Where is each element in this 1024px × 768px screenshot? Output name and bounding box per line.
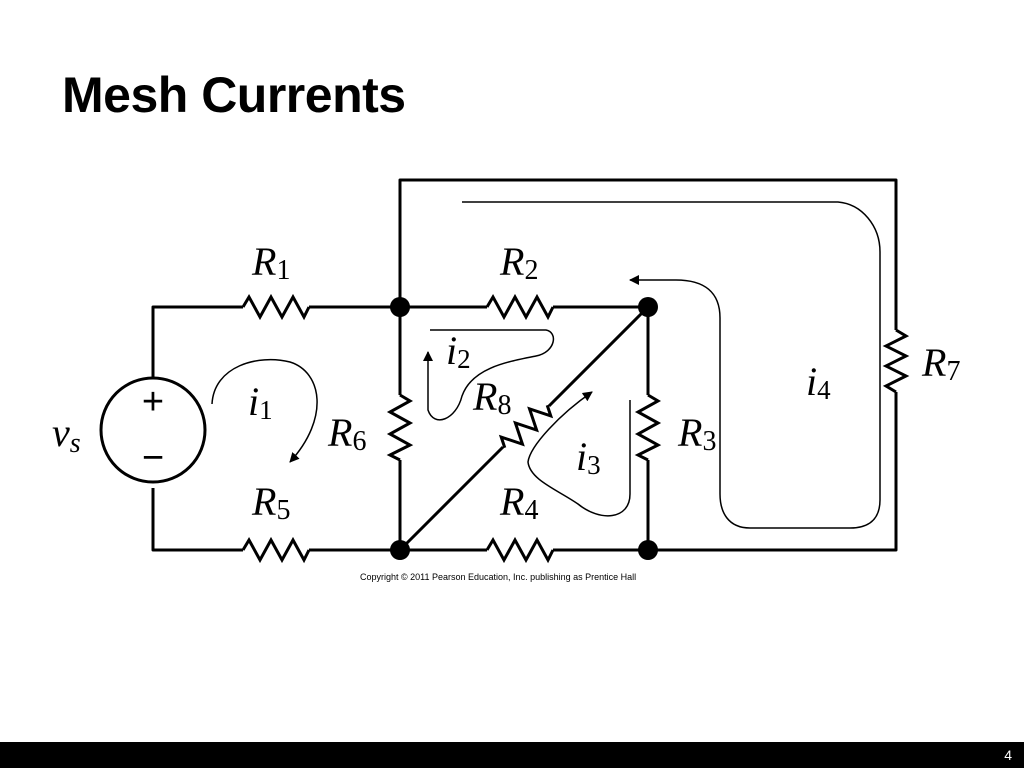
source-label-letter: v <box>52 410 70 455</box>
wire-diagonal-upper <box>547 305 650 408</box>
resistor-r6 <box>386 393 414 462</box>
label-r5: R5 <box>251 479 290 526</box>
wires <box>151 178 898 552</box>
wire-diagonal-lower <box>398 445 505 552</box>
node-bottom-right <box>638 540 658 560</box>
source-minus-sign: − <box>142 437 164 479</box>
resistor-r3 <box>634 393 662 462</box>
source-plus-sign: + <box>142 381 164 423</box>
copyright-notice: Copyright © 2011 Pearson Education, Inc.… <box>360 572 637 582</box>
label-r4: R4 <box>499 479 538 526</box>
mesh-current-labels: i1 i2 i3 i4 <box>248 328 831 480</box>
label-i4: i4 <box>806 359 831 405</box>
label-r8: R8 <box>472 374 511 421</box>
voltage-source: + − vs <box>52 376 207 484</box>
label-r3: R3 <box>677 410 716 457</box>
circuit-diagram: + − vs R1 R2 R3 R4 R5 R6 R7 R8 i1 i2 i3 … <box>52 178 960 564</box>
mesh-current-arrows <box>211 201 881 529</box>
arrow-i1 <box>211 358 318 463</box>
label-i2: i2 <box>446 328 471 374</box>
resistor-r8 <box>498 404 554 449</box>
resistor-r7 <box>882 328 910 394</box>
label-i3: i3 <box>576 434 601 480</box>
node-top-middle <box>390 297 410 317</box>
junction-nodes <box>390 297 658 560</box>
label-i1: i1 <box>248 379 273 425</box>
page-number: 4 <box>1004 747 1012 763</box>
resistor-labels: R1 R2 R3 R4 R5 R6 R7 R8 <box>251 239 960 526</box>
source-label: vs <box>52 410 81 459</box>
wire-outer-top <box>398 178 898 330</box>
arrow-i2 <box>423 329 555 421</box>
source-label-subscript: s <box>70 428 81 459</box>
label-r1: R1 <box>251 239 290 286</box>
slide-title: Mesh Currents <box>62 67 406 123</box>
wire-outer-bottom <box>648 392 898 552</box>
label-r2: R2 <box>499 239 538 286</box>
resistor-r1 <box>241 293 311 321</box>
resistors <box>241 293 910 564</box>
arrow-i3 <box>527 391 631 517</box>
wire-left-bottom <box>151 488 243 552</box>
arrow-i4 <box>462 201 881 529</box>
label-r7: R7 <box>921 340 960 387</box>
node-top-right <box>638 297 658 317</box>
footer-bar: 4 <box>0 742 1024 768</box>
resistor-r5 <box>241 536 311 564</box>
label-r6: R6 <box>327 410 366 457</box>
resistor-r2 <box>485 293 555 321</box>
resistor-r4 <box>485 536 555 564</box>
wire-left-top <box>151 305 243 390</box>
voltage-source-circle <box>99 376 207 484</box>
node-bottom-middle <box>390 540 410 560</box>
